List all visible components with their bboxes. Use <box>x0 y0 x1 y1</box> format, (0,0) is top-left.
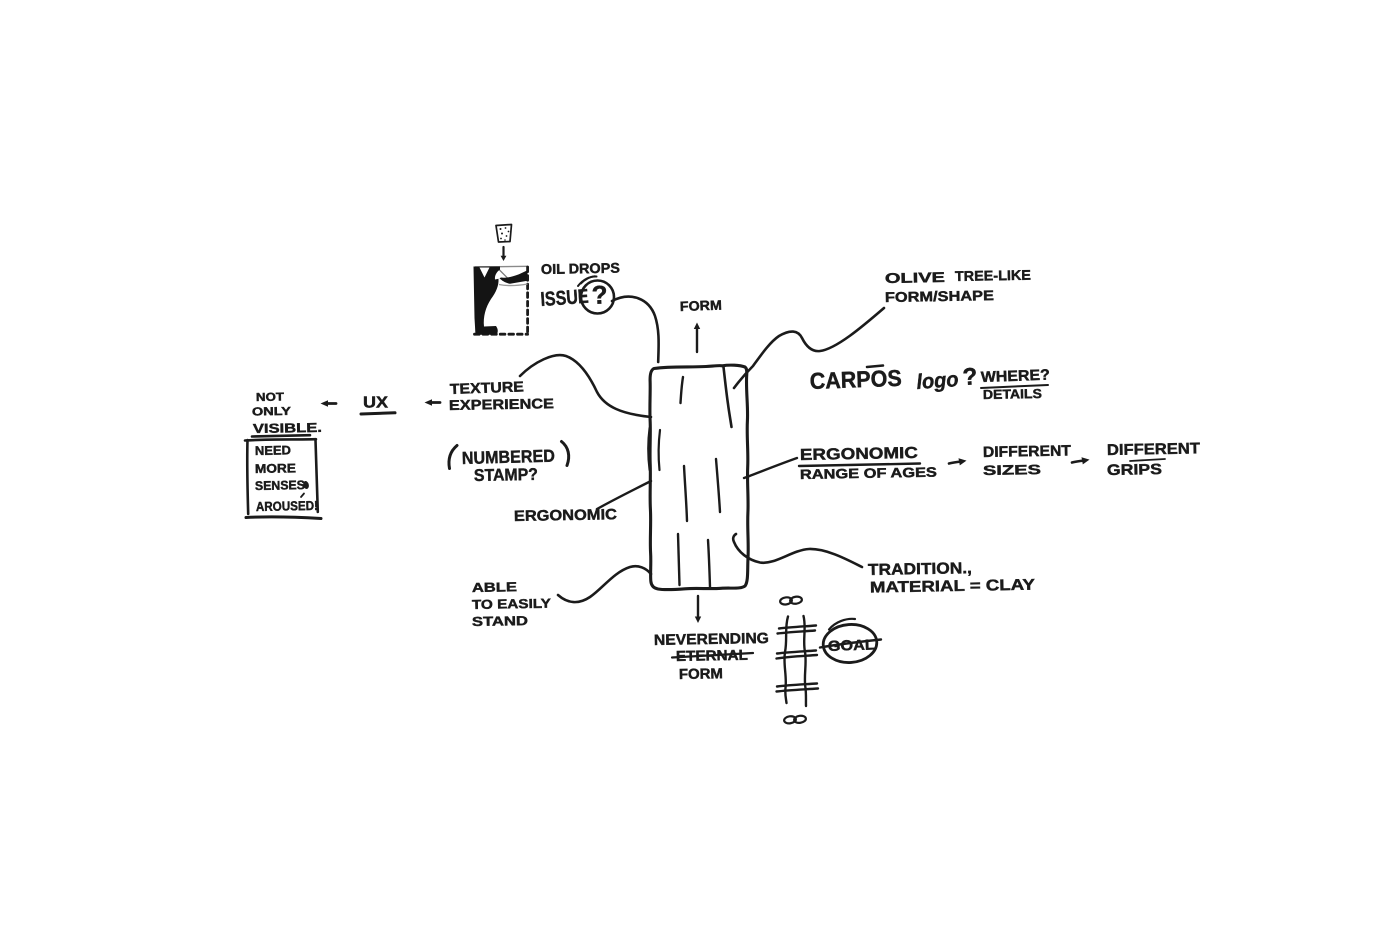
svg-text:AROUSED!: AROUSED! <box>256 498 318 514</box>
svg-text:?: ? <box>591 279 608 310</box>
svg-text:?: ? <box>962 363 978 391</box>
svg-text:FORM/SHAPE: FORM/SHAPE <box>885 287 994 305</box>
svg-text:VISIBLE.: VISIBLE. <box>253 420 322 436</box>
svg-text:RANGE OF AGES: RANGE OF AGES <box>800 465 937 482</box>
svg-text:TEXTURE: TEXTURE <box>450 379 525 398</box>
svg-text:WHERE?: WHERE? <box>981 367 1051 386</box>
svg-text:DIFFERENT: DIFFERENT <box>983 442 1071 461</box>
svg-text:STAMP?: STAMP? <box>474 465 538 485</box>
svg-text:logo: logo <box>916 368 960 394</box>
svg-text:MATERIAL = CLAY: MATERIAL = CLAY <box>870 577 1036 597</box>
svg-text:OIL DROPS: OIL DROPS <box>541 260 620 277</box>
svg-text:DIFFERENT: DIFFERENT <box>1107 440 1201 459</box>
svg-text:TO EASILY: TO EASILY <box>472 596 552 612</box>
svg-text:ONLY: ONLY <box>252 406 292 419</box>
svg-text:STAND: STAND <box>472 613 528 629</box>
svg-text:TREE-LIKE: TREE-LIKE <box>955 267 1031 284</box>
svg-text:NUMBERED: NUMBERED <box>462 446 555 468</box>
svg-text:SIZES: SIZES <box>983 462 1041 478</box>
svg-text:ERGONOMIC: ERGONOMIC <box>800 445 919 464</box>
svg-text:DETAILS: DETAILS <box>983 386 1043 402</box>
svg-text:OLIVE: OLIVE <box>885 269 945 286</box>
svg-text:GRIPS: GRIPS <box>1107 461 1162 479</box>
svg-text:UX: UX <box>363 395 388 412</box>
svg-text:CARPOS: CARPOS <box>809 365 902 394</box>
svg-text:NEED: NEED <box>255 443 291 458</box>
svg-text:TRADITION.,: TRADITION., <box>868 560 972 579</box>
svg-text:NEVERENDING: NEVERENDING <box>654 630 769 649</box>
svg-text:ERGONOMIC: ERGONOMIC <box>514 506 617 525</box>
svg-text:ABLE: ABLE <box>472 579 518 595</box>
svg-text:EXPERIENCE: EXPERIENCE <box>449 395 554 413</box>
svg-text:NOT: NOT <box>256 392 284 404</box>
svg-text:FORM: FORM <box>680 298 722 314</box>
svg-text:FORM: FORM <box>679 666 723 683</box>
svg-text:SENSES: SENSES <box>255 478 305 493</box>
svg-text:MORE: MORE <box>255 461 296 476</box>
